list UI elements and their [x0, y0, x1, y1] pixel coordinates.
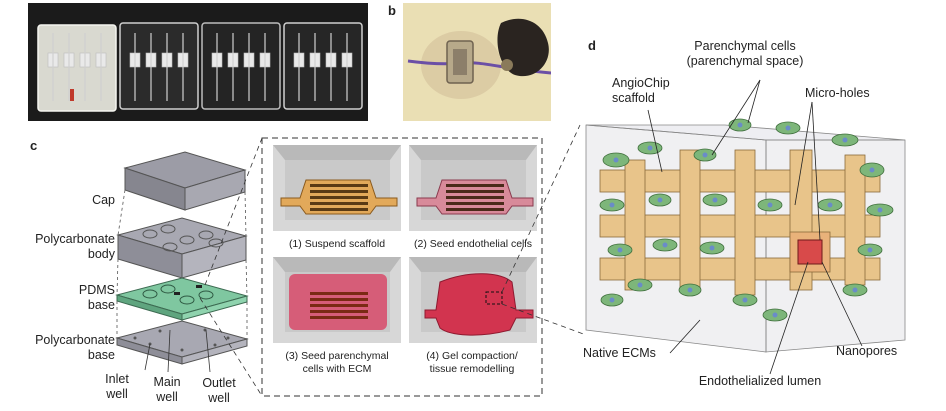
panel-d-letter: d	[588, 38, 596, 53]
polycarbonate-body-layer	[116, 217, 248, 279]
main-well-label: Main well	[153, 375, 181, 404]
step-4-label: (4) Gel compaction/ tissue remodelling	[426, 350, 518, 375]
cap-layer	[123, 151, 247, 211]
well-leader-lines	[144, 329, 211, 373]
inlet-well-label: Inlet well	[105, 372, 129, 401]
cell-nuclei	[609, 122, 883, 318]
step-1-image	[273, 145, 401, 231]
panel-b-letter: b	[388, 3, 396, 18]
panel-a-photo	[28, 3, 368, 121]
step-1-label: (1) Suspend scaffold	[288, 238, 386, 250]
angiochip-scaffold	[599, 149, 881, 296]
polycarbonate-body-label: Polycarbonate body	[35, 232, 115, 261]
step-2-image	[409, 145, 537, 231]
polycarbonate-base-layer	[115, 320, 249, 365]
zoom-lines-d	[501, 124, 587, 336]
polycarbonate-base-label: Polycarbonate base	[35, 333, 115, 362]
panel-c-letter: c	[30, 138, 38, 153]
native-ecms-label: Native ECMs	[583, 346, 656, 360]
micro-holes-label: Micro-holes	[805, 86, 870, 100]
panel-a-chips-illustration	[37, 22, 363, 112]
parenchymal-cells-label: Parenchymal cells (parenchymal space)	[686, 39, 804, 68]
pdms-base-label: PDMS base	[78, 283, 115, 312]
step-2-label: (2) Seed endothelial cells	[414, 238, 532, 250]
step-3-image	[273, 257, 401, 343]
endothelialized-lumen-label: Endothelialized lumen	[698, 374, 822, 388]
step-4-image	[409, 257, 537, 343]
outlet-well-label: Outlet well	[202, 376, 236, 405]
panel-b-chip-illustration	[403, 3, 551, 121]
step-3-label: (3) Seed parenchymal cells with ECM	[285, 350, 389, 375]
angiochip-scaffold-label: AngioChip scaffold	[612, 76, 670, 105]
panel-d-leader-lines	[647, 79, 863, 375]
zoom-lines-c	[199, 137, 263, 397]
panel-b-photo	[403, 3, 551, 121]
cap-label: Cap	[92, 193, 115, 207]
nanopores-label: Nanopores	[836, 344, 898, 358]
steps-box	[261, 137, 543, 397]
